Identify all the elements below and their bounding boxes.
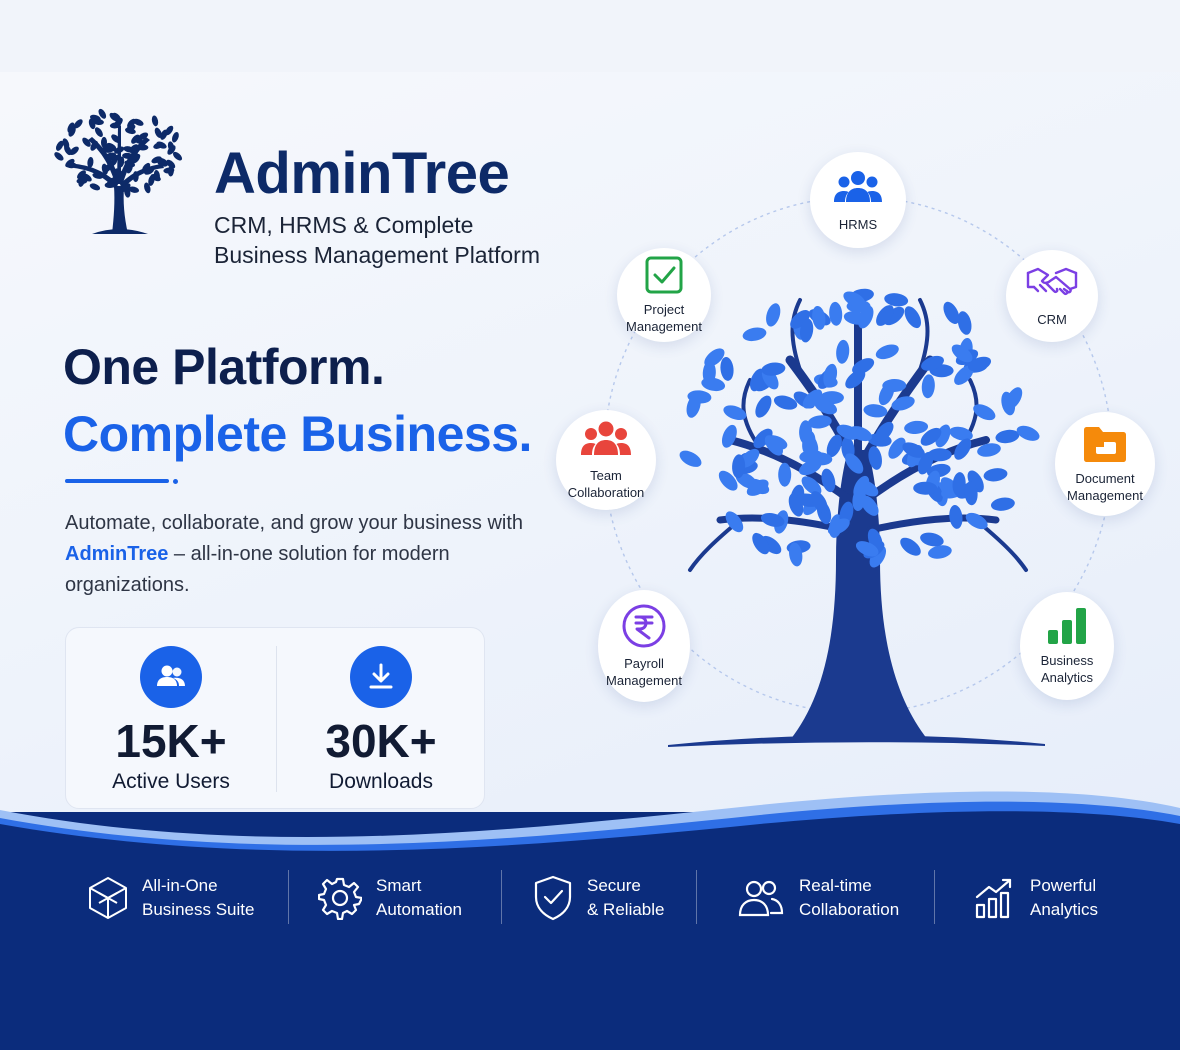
feature-line1: Real-time (799, 876, 872, 895)
top-band (0, 0, 1180, 72)
tagline-line1: CRM, HRMS & Complete (214, 212, 474, 238)
stat-active-users: 15K+ Active Users (66, 646, 276, 794)
tagline-line2: Business Management Platform (214, 242, 540, 268)
rupee-icon (622, 604, 666, 648)
description-part1: Automate, collaborate, and grow your bus… (65, 512, 524, 534)
feature-line1: Powerful (1030, 876, 1097, 895)
module-label: CRM (1037, 311, 1067, 327)
headline-line1: One Platform. (63, 339, 385, 395)
bar-chart-icon (1048, 608, 1086, 644)
feature-secure-reliable: Secure & Reliable (533, 866, 665, 930)
feature-separator (696, 870, 697, 924)
shield-icon (534, 875, 572, 921)
team-icon (581, 421, 631, 455)
description: Automate, collaborate, and grow your bus… (65, 508, 535, 601)
feature-line2: Collaboration (799, 900, 900, 919)
feature-line2: Business Suite (142, 900, 255, 919)
feature-separator (934, 870, 935, 924)
admintree-logo-icon (54, 108, 183, 234)
feature-line1: Secure (587, 876, 641, 895)
stats-divider (276, 646, 277, 792)
checkbox-icon (645, 256, 683, 294)
module-hrms[interactable]: HRMS (810, 152, 906, 248)
users-icon (140, 646, 202, 708)
stat-downloads: 30K+ Downloads (276, 646, 486, 794)
folder-icon (1084, 427, 1126, 462)
brand-name: AdminTree (214, 141, 510, 206)
feature-line2: & Reliable (587, 900, 665, 919)
stat-value: 15K+ (115, 715, 227, 767)
description-part2: – all-in-one solution for modern organiz… (65, 543, 450, 596)
gear-icon (318, 877, 362, 920)
stat-label: Active Users (112, 770, 230, 793)
cube-icon (89, 877, 127, 919)
headline-underline (65, 479, 169, 483)
analytics-icon (975, 878, 1012, 919)
stats-card: 15K+ Active Users 30K+ Downloads (65, 627, 485, 809)
wave-divider (0, 791, 1180, 940)
feature-line2: Analytics (1030, 900, 1099, 919)
headline-underline-dot (173, 479, 178, 484)
stat-value: 30K+ (325, 715, 437, 767)
feature-separator (288, 870, 289, 924)
module-label: HRMS (838, 216, 878, 232)
feature-line2: Automation (376, 900, 462, 919)
footer-band (0, 930, 1180, 1050)
description-highlight: AdminTree (65, 543, 169, 565)
download-icon (350, 646, 412, 708)
module-crm[interactable]: CRM (1006, 250, 1098, 342)
stat-label: Downloads (329, 770, 433, 793)
brand-tagline: CRM, HRMS & Complete Business Management… (214, 210, 540, 270)
feature-line1: Smart (376, 876, 422, 895)
people-group-icon (834, 170, 882, 202)
feature-line1: All-in-One (142, 876, 218, 895)
headline-line2: Complete Business. (63, 406, 532, 462)
handshake-icon (1026, 267, 1078, 295)
feature-separator (501, 870, 502, 924)
people-icon (738, 880, 784, 917)
